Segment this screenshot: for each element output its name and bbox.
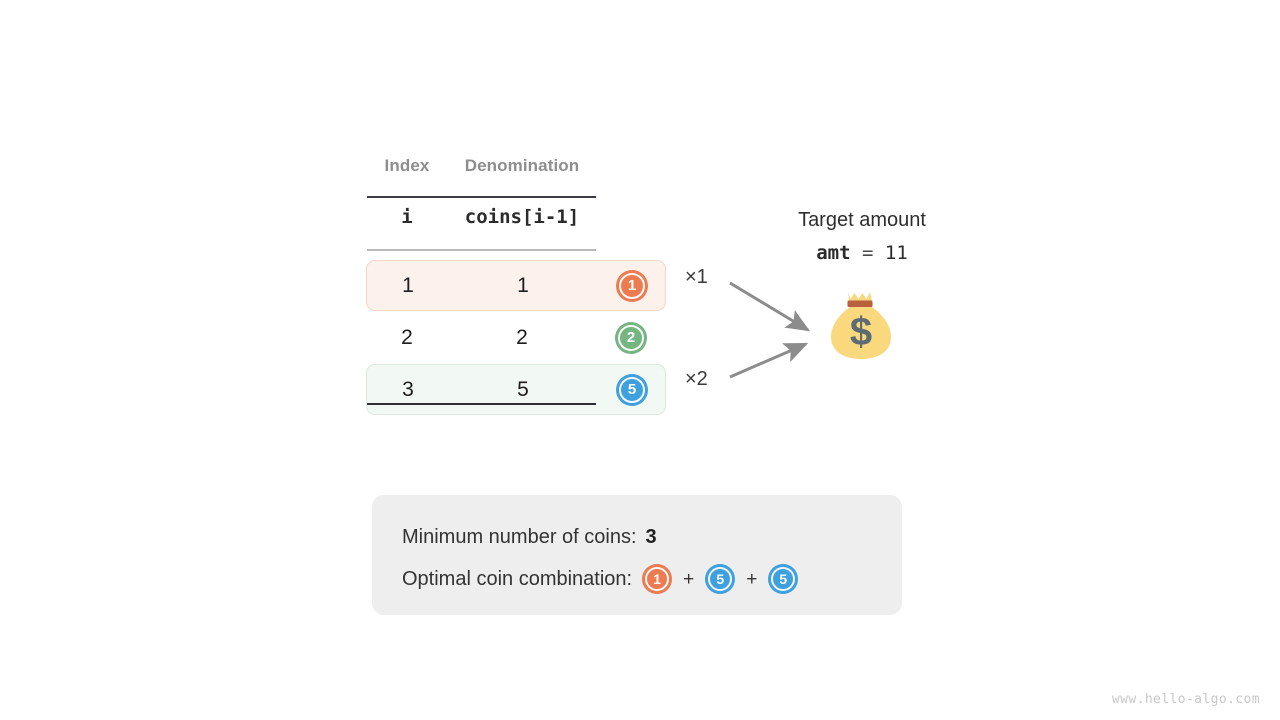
target-var-name: amt: [816, 242, 851, 264]
subheader-index: i: [401, 206, 413, 228]
table-bottom-rule: [367, 403, 596, 405]
min-coins-value: 3: [645, 525, 657, 548]
coin-icon: 5: [768, 564, 799, 594]
combination-label: Optimal coin combination:: [402, 567, 633, 590]
coin-value: 2: [626, 329, 636, 346]
row-denomination: 5: [517, 377, 529, 401]
table-row: 2 2 2: [366, 312, 666, 363]
plus-sign: +: [746, 568, 758, 590]
coin-icon: 2: [615, 321, 647, 354]
coin-icon: 5: [705, 564, 736, 594]
target-value: 11: [884, 242, 908, 264]
row-coin-cell: 1: [597, 269, 667, 302]
coin-icon: 1: [616, 269, 648, 302]
combination-coins: 1 + 5 + 5: [642, 564, 799, 594]
target-amount-title: Target amount: [798, 209, 926, 231]
money-bag-icon: $: [831, 292, 891, 359]
plus-sign: +: [683, 568, 695, 590]
coin-icon: 5: [616, 373, 648, 406]
min-coins-line: Minimum number of coins: 3: [402, 519, 902, 555]
multiplier-row-1: ×1: [685, 266, 708, 288]
arrows-group: [729, 281, 811, 379]
combination-line: Optimal coin combination: 1 + 5 + 5: [402, 561, 902, 597]
multiplier-row-3: ×2: [685, 368, 708, 390]
table-subheader-rule: [367, 249, 596, 251]
coin-value: 5: [716, 571, 725, 587]
table-subheader-row: i coins[i-1]: [366, 206, 666, 250]
target-equals-sign: =: [861, 242, 874, 264]
table-header-rule: [367, 196, 596, 198]
result-panel: Minimum number of coins: 3 Optimal coin …: [372, 495, 902, 615]
target-amount-block: Target amount amt = 11: [762, 206, 962, 266]
coin-icon: 1: [642, 564, 673, 594]
coin-value: 5: [779, 571, 788, 587]
row-index: 3: [402, 377, 414, 401]
watermark: www.hello-algo.com: [1111, 692, 1260, 707]
table-row: 1 1 1: [366, 260, 666, 311]
header-denomination: Denomination: [464, 156, 580, 175]
table-header-row: Index Denomination: [366, 156, 666, 192]
arrow-to-bag-bottom: [729, 342, 809, 379]
arrow-to-bag-top: [729, 281, 811, 332]
row-index: 1: [402, 273, 414, 297]
svg-text:$: $: [850, 310, 872, 354]
coin-value: 1: [653, 571, 661, 587]
table-row: 3 5 5: [366, 364, 666, 415]
subheader-denomination: coins[i-1]: [464, 206, 580, 228]
header-index: Index: [384, 156, 430, 175]
row-coin-cell: 5: [597, 373, 667, 406]
row-coin-cell: 2: [596, 321, 666, 354]
row-index: 2: [401, 325, 413, 349]
coin-denomination-table: Index Denomination i coins[i-1] 1 1 1: [366, 156, 666, 415]
coin-value: 1: [627, 277, 637, 294]
row-denomination: 2: [516, 325, 528, 349]
target-amount-expression: amt = 11: [762, 240, 962, 266]
coin-value: 5: [627, 381, 637, 398]
min-coins-label: Minimum number of coins:: [402, 525, 637, 548]
table-body: 1 1 1 2 2 2 3 5: [366, 254, 666, 415]
row-denomination: 1: [517, 273, 529, 297]
